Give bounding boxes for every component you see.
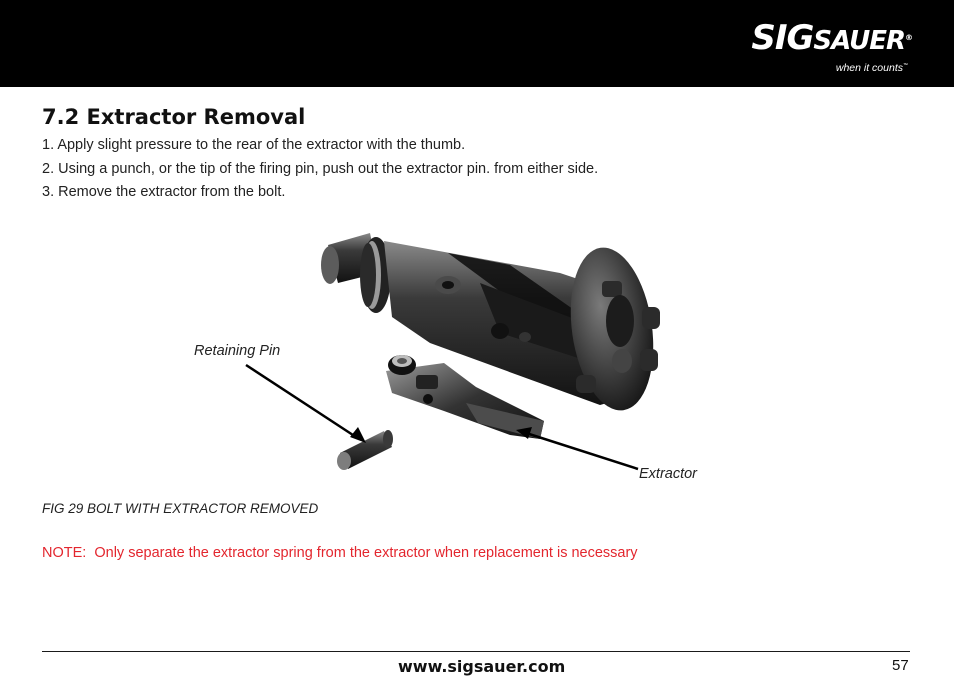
section-title: 7.2 Extractor Removal: [42, 105, 306, 129]
note-text: NOTE: Only separate the extractor spring…: [42, 545, 638, 561]
callout-arrows: [245, 363, 639, 471]
bolt-figure: Retaining Pin Extractor: [180, 225, 720, 500]
gas-rings: [360, 237, 391, 313]
logo-trademark: ™: [903, 62, 908, 69]
retaining-pin-label: Retaining Pin: [194, 343, 281, 359]
retaining-pin-arrowhead: [350, 427, 366, 443]
footer-divider: [42, 651, 910, 652]
instruction-steps: 1. Apply slight pressure to the rear of …: [42, 134, 598, 205]
step-1: 1. Apply slight pressure to the rear of …: [42, 137, 466, 153]
extractor-part: [386, 355, 544, 439]
figure-caption: FIG 29 BOLT WITH EXTRACTOR REMOVED: [42, 501, 319, 516]
footer-url-link[interactable]: www.sigsauer.com: [398, 657, 566, 676]
extractor-arrowhead: [516, 427, 532, 439]
bolt-illustration: [245, 233, 660, 471]
logo-sauer: SAUER: [813, 26, 906, 56]
logo-wordmark: SIGSAUER®: [751, 18, 913, 59]
step-2: 2. Using a punch, or the tip of the firi…: [42, 160, 599, 177]
header-bar: SIGSAUER® when it counts™: [0, 0, 954, 87]
logo-registered-mark: ®: [905, 33, 913, 42]
logo-tagline-text: when it counts: [835, 62, 903, 74]
step-3: 3. Remove the extractor from the bolt.: [42, 184, 286, 200]
logo-sig: SIG: [751, 18, 814, 58]
extractor-label: Extractor: [639, 466, 698, 482]
sig-sauer-logo: SIGSAUER® when it counts™: [751, 20, 913, 80]
page-number: 57: [892, 657, 909, 674]
logo-tagline: when it counts™: [836, 62, 908, 74]
retaining-pin-part: [337, 430, 393, 470]
locking-lugs: [570, 247, 660, 411]
